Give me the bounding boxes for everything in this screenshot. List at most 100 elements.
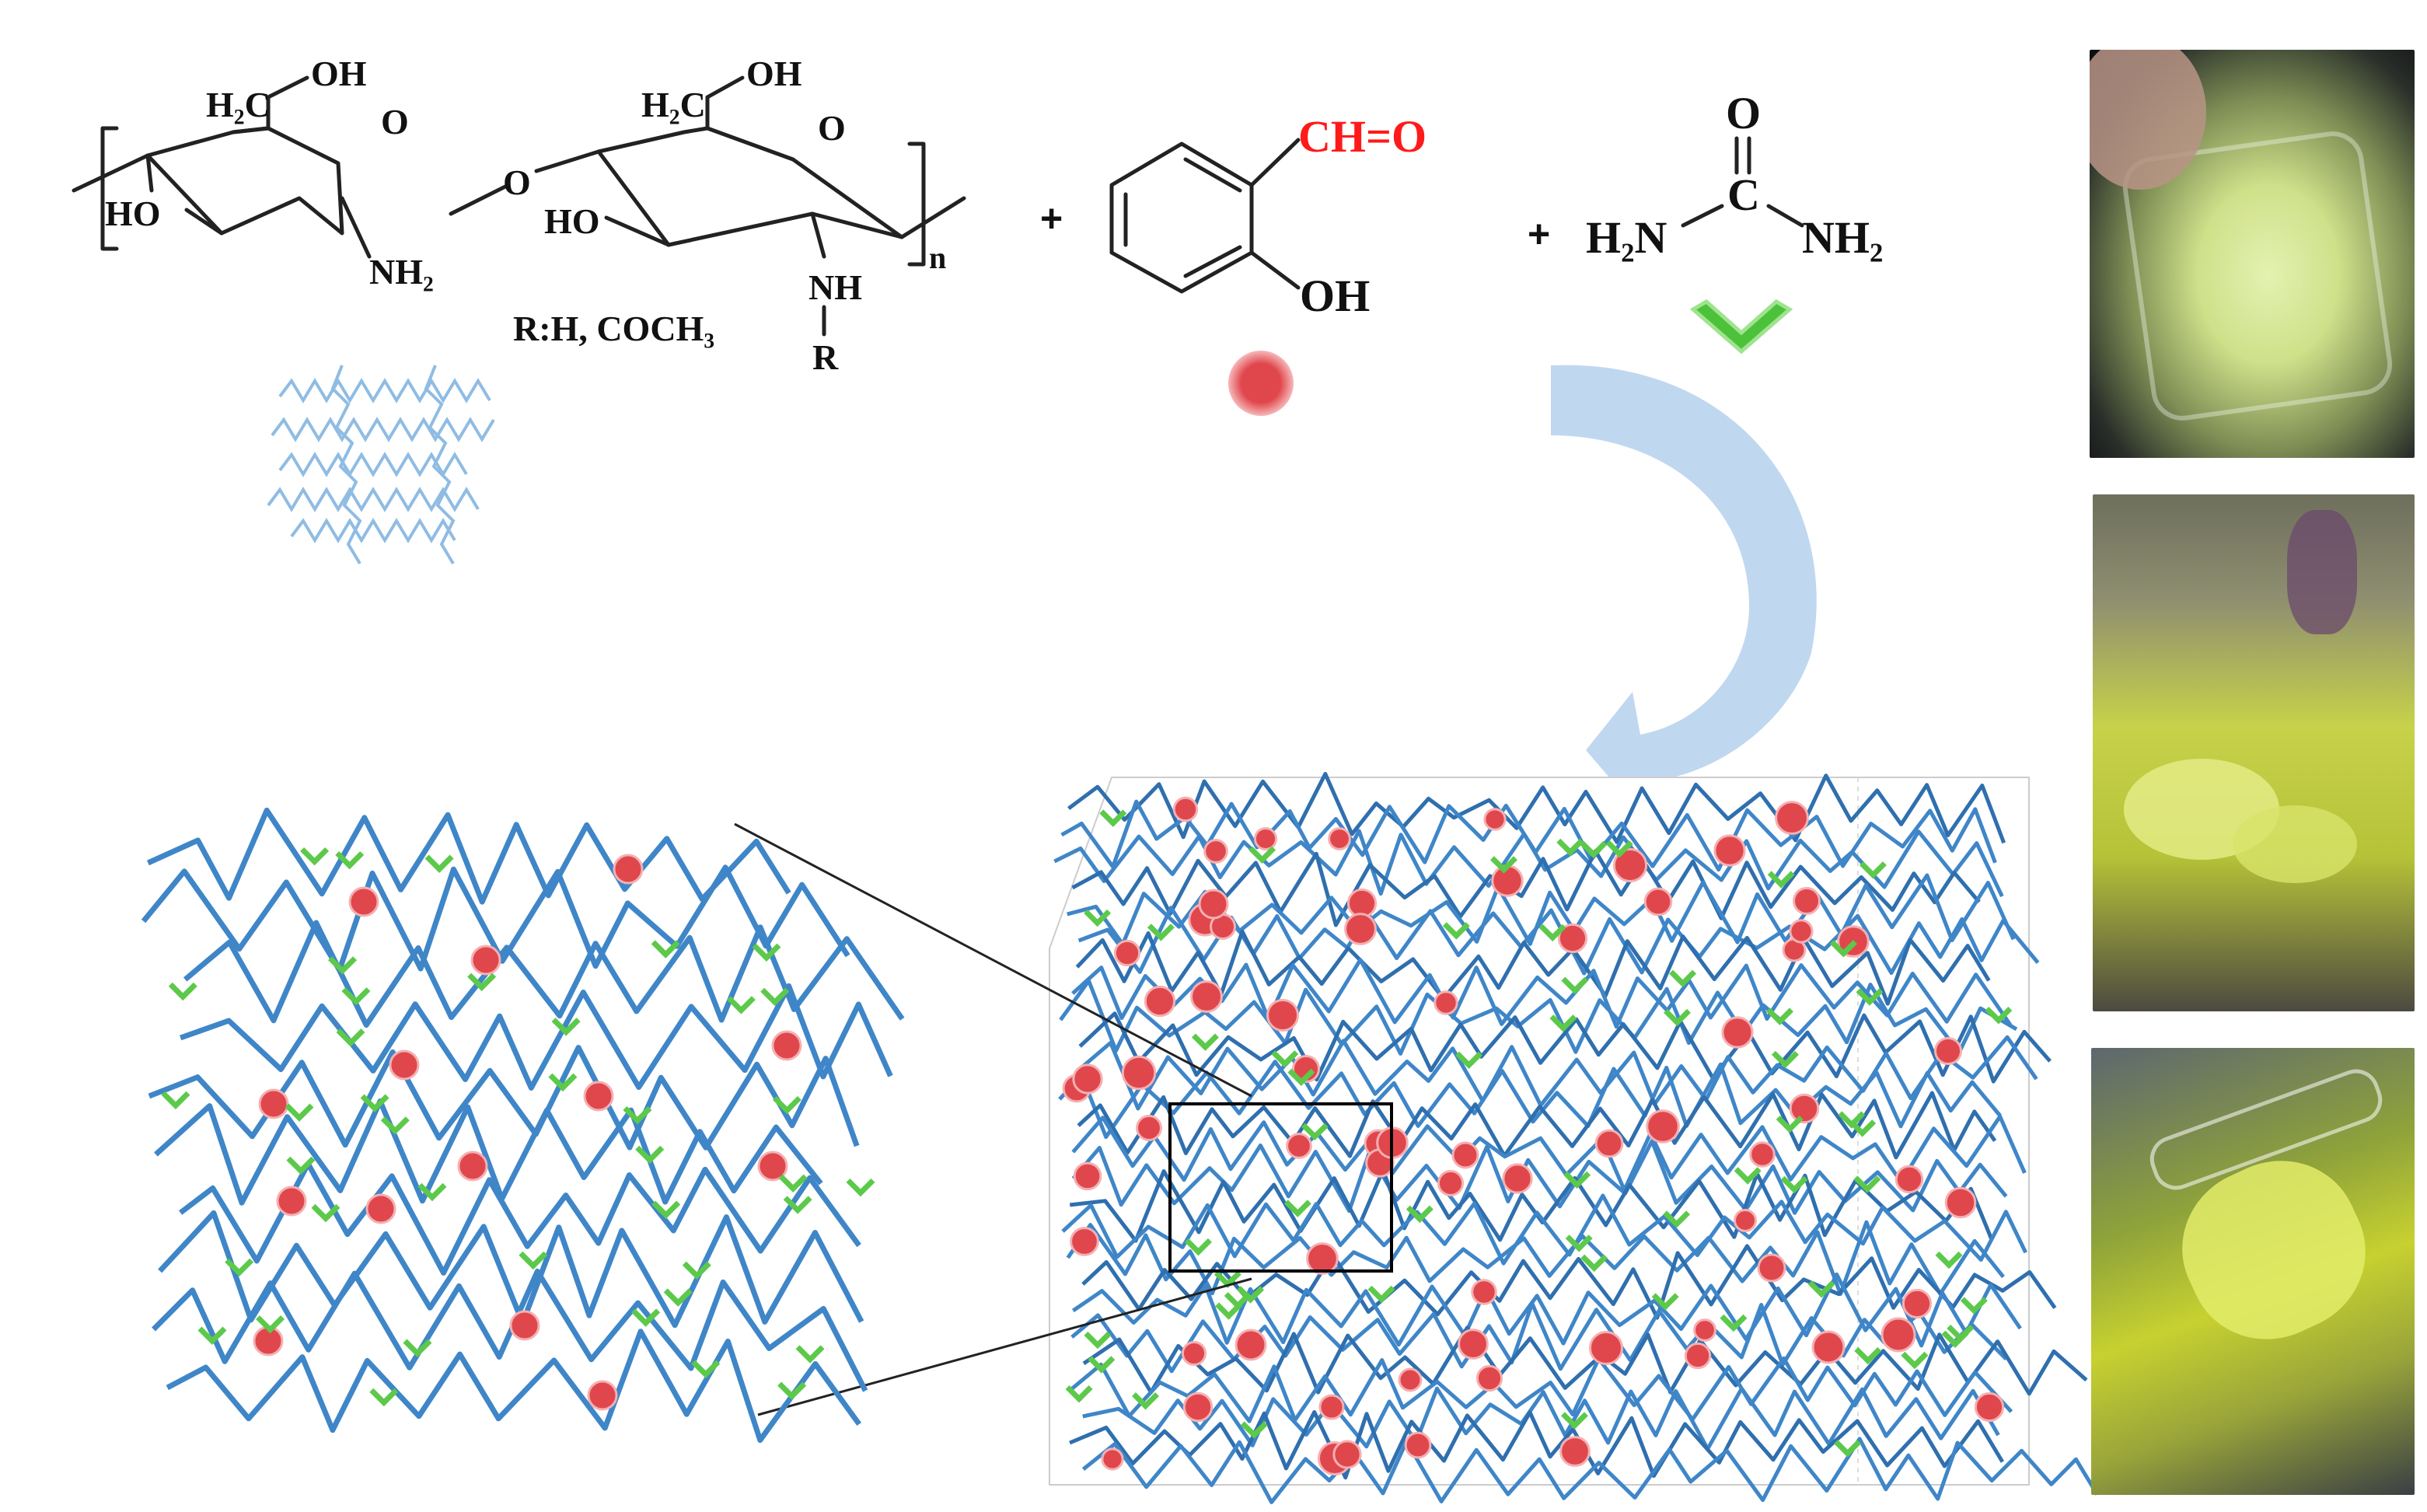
urea-mark (635, 1145, 665, 1165)
salicylaldehyde-dot (1789, 1093, 1820, 1124)
urea-mark (335, 850, 365, 870)
urea-mark (311, 1203, 340, 1223)
salicylaldehyde-dot (1594, 1129, 1624, 1158)
urea-mark (197, 1326, 227, 1345)
salicylaldehyde-dot (757, 1151, 788, 1182)
salicylaldehyde-dot (1113, 939, 1141, 967)
urea-mark (778, 1174, 808, 1193)
urea-mark (1367, 1285, 1395, 1304)
urea-mark (360, 1094, 389, 1112)
salicylaldehyde-dot (1646, 1109, 1680, 1144)
photo-vial-gel-tilted (2091, 1048, 2415, 1495)
salicylaldehyde-dot (1733, 1208, 1758, 1233)
urea-mark (1771, 1050, 1799, 1069)
urea-mark (1147, 924, 1175, 941)
salicylaldehyde-dot (1933, 1036, 1963, 1066)
polymer-chain (1053, 829, 2004, 898)
urea-mark (1935, 1251, 1963, 1269)
urea-mark (1215, 1302, 1243, 1320)
hydrogel-chain-network (1053, 772, 2099, 1504)
photo-vial-gel-forming (2093, 494, 2415, 1011)
urea-mark (1941, 1330, 1969, 1348)
salicylaldehyde-dot (1234, 1329, 1267, 1361)
urea-mark (846, 1178, 875, 1197)
urea-mark (1834, 1440, 1862, 1458)
urea-mark (1065, 1385, 1093, 1403)
salicylaldehyde-dot (771, 1030, 802, 1061)
polymer-chain (1075, 929, 1991, 1006)
salicylaldehyde-dot (1101, 1447, 1124, 1471)
polymer-chain (1069, 1168, 1994, 1243)
urea-mark (256, 1315, 285, 1334)
urea-mark (1084, 1331, 1112, 1350)
salicylaldehyde-structure: CH=O OH (1109, 111, 1427, 321)
urea-mark (403, 1339, 432, 1357)
urea-mark (1561, 976, 1589, 995)
urea-mark (1985, 1007, 2013, 1025)
salicylaldehyde-dot (1713, 834, 1746, 867)
urea-mark (1560, 1412, 1588, 1430)
salicylaldehyde-dot (587, 1380, 618, 1411)
salicylaldehyde-dot (1070, 1227, 1099, 1256)
urea-mark (1780, 1175, 1808, 1194)
repeat-n-label: n (929, 240, 946, 275)
polymer-chain (1067, 772, 2006, 844)
salicylaldehyde-dot (348, 886, 379, 917)
urea-mark (623, 1106, 652, 1125)
polymer-chain (179, 1161, 861, 1276)
salicylaldehyde-dot (1182, 1392, 1214, 1423)
urea-mark (1549, 1014, 1577, 1032)
salicylaldehyde-dot (276, 1186, 307, 1217)
urea-mark (551, 1018, 581, 1036)
urea-mark (225, 1258, 254, 1277)
urea-mark (760, 987, 790, 1007)
urea-nh2-label: NH₂ (1802, 212, 1883, 263)
urea-mark (285, 1103, 314, 1122)
salicylaldehyde-dot (1198, 889, 1229, 920)
urea-mark (286, 1156, 316, 1175)
salicylaldehyde-dot (1072, 1063, 1103, 1095)
phenol-oh-label: OH (1300, 271, 1370, 321)
polymer-chain (158, 1210, 864, 1329)
salicylaldehyde-dot (1404, 1431, 1432, 1459)
urea-mark (548, 1073, 578, 1092)
urea-mark (1901, 1351, 1929, 1370)
salicylaldehyde-dot (365, 1193, 396, 1224)
gel-blob-2 (2233, 805, 2357, 883)
polymer-chain (146, 807, 791, 905)
photo-vial-solution (2090, 50, 2415, 458)
urea-mark (651, 940, 680, 959)
urea-mark (341, 987, 371, 1006)
urea-mark (777, 1381, 807, 1400)
urea-mark (1859, 861, 1887, 879)
polymer-chain (1059, 979, 2018, 1056)
urea-mark (783, 1196, 812, 1214)
reaction-arrow (1551, 365, 1817, 832)
urea-mark (1191, 1033, 1219, 1051)
salicylaldehyde-dot (1612, 847, 1648, 883)
salicylaldehyde-dot (1559, 1436, 1591, 1467)
polymer-chain (1077, 1091, 1997, 1160)
salicylaldehyde-dot (1749, 1141, 1776, 1168)
zoomed-network (141, 807, 905, 1444)
salicylaldehyde-dot (1451, 1141, 1479, 1169)
salicylaldehyde-dot (1757, 1253, 1786, 1283)
urea-mark (369, 1388, 399, 1407)
urea-mark (1580, 1254, 1608, 1273)
left-bracket (100, 126, 119, 251)
urea-mark (168, 982, 197, 1001)
salicylaldehyde-dot (1775, 801, 1809, 835)
urea-mark (1651, 1293, 1679, 1311)
urea-mark (1669, 969, 1697, 988)
chitosan-structure: H₂C OH O HO NH₂ O H₂C OH O HO NH R n R:H… (72, 54, 966, 377)
zoom-connector-top (734, 822, 1252, 1098)
ring1-nh2-label: NH₂ (369, 252, 434, 292)
salicylaldehyde-dot (1475, 1364, 1503, 1392)
salicylaldehyde-dot (1483, 808, 1507, 831)
salicylaldehyde-dot (1693, 1318, 1716, 1342)
salicylaldehyde-dot (1974, 1392, 2005, 1423)
flower-shape (2287, 510, 2357, 634)
ring2-ch2-label: H₂C (641, 85, 706, 124)
polymer-chain (179, 983, 893, 1091)
chitosan-chain-cartoon (267, 365, 495, 565)
